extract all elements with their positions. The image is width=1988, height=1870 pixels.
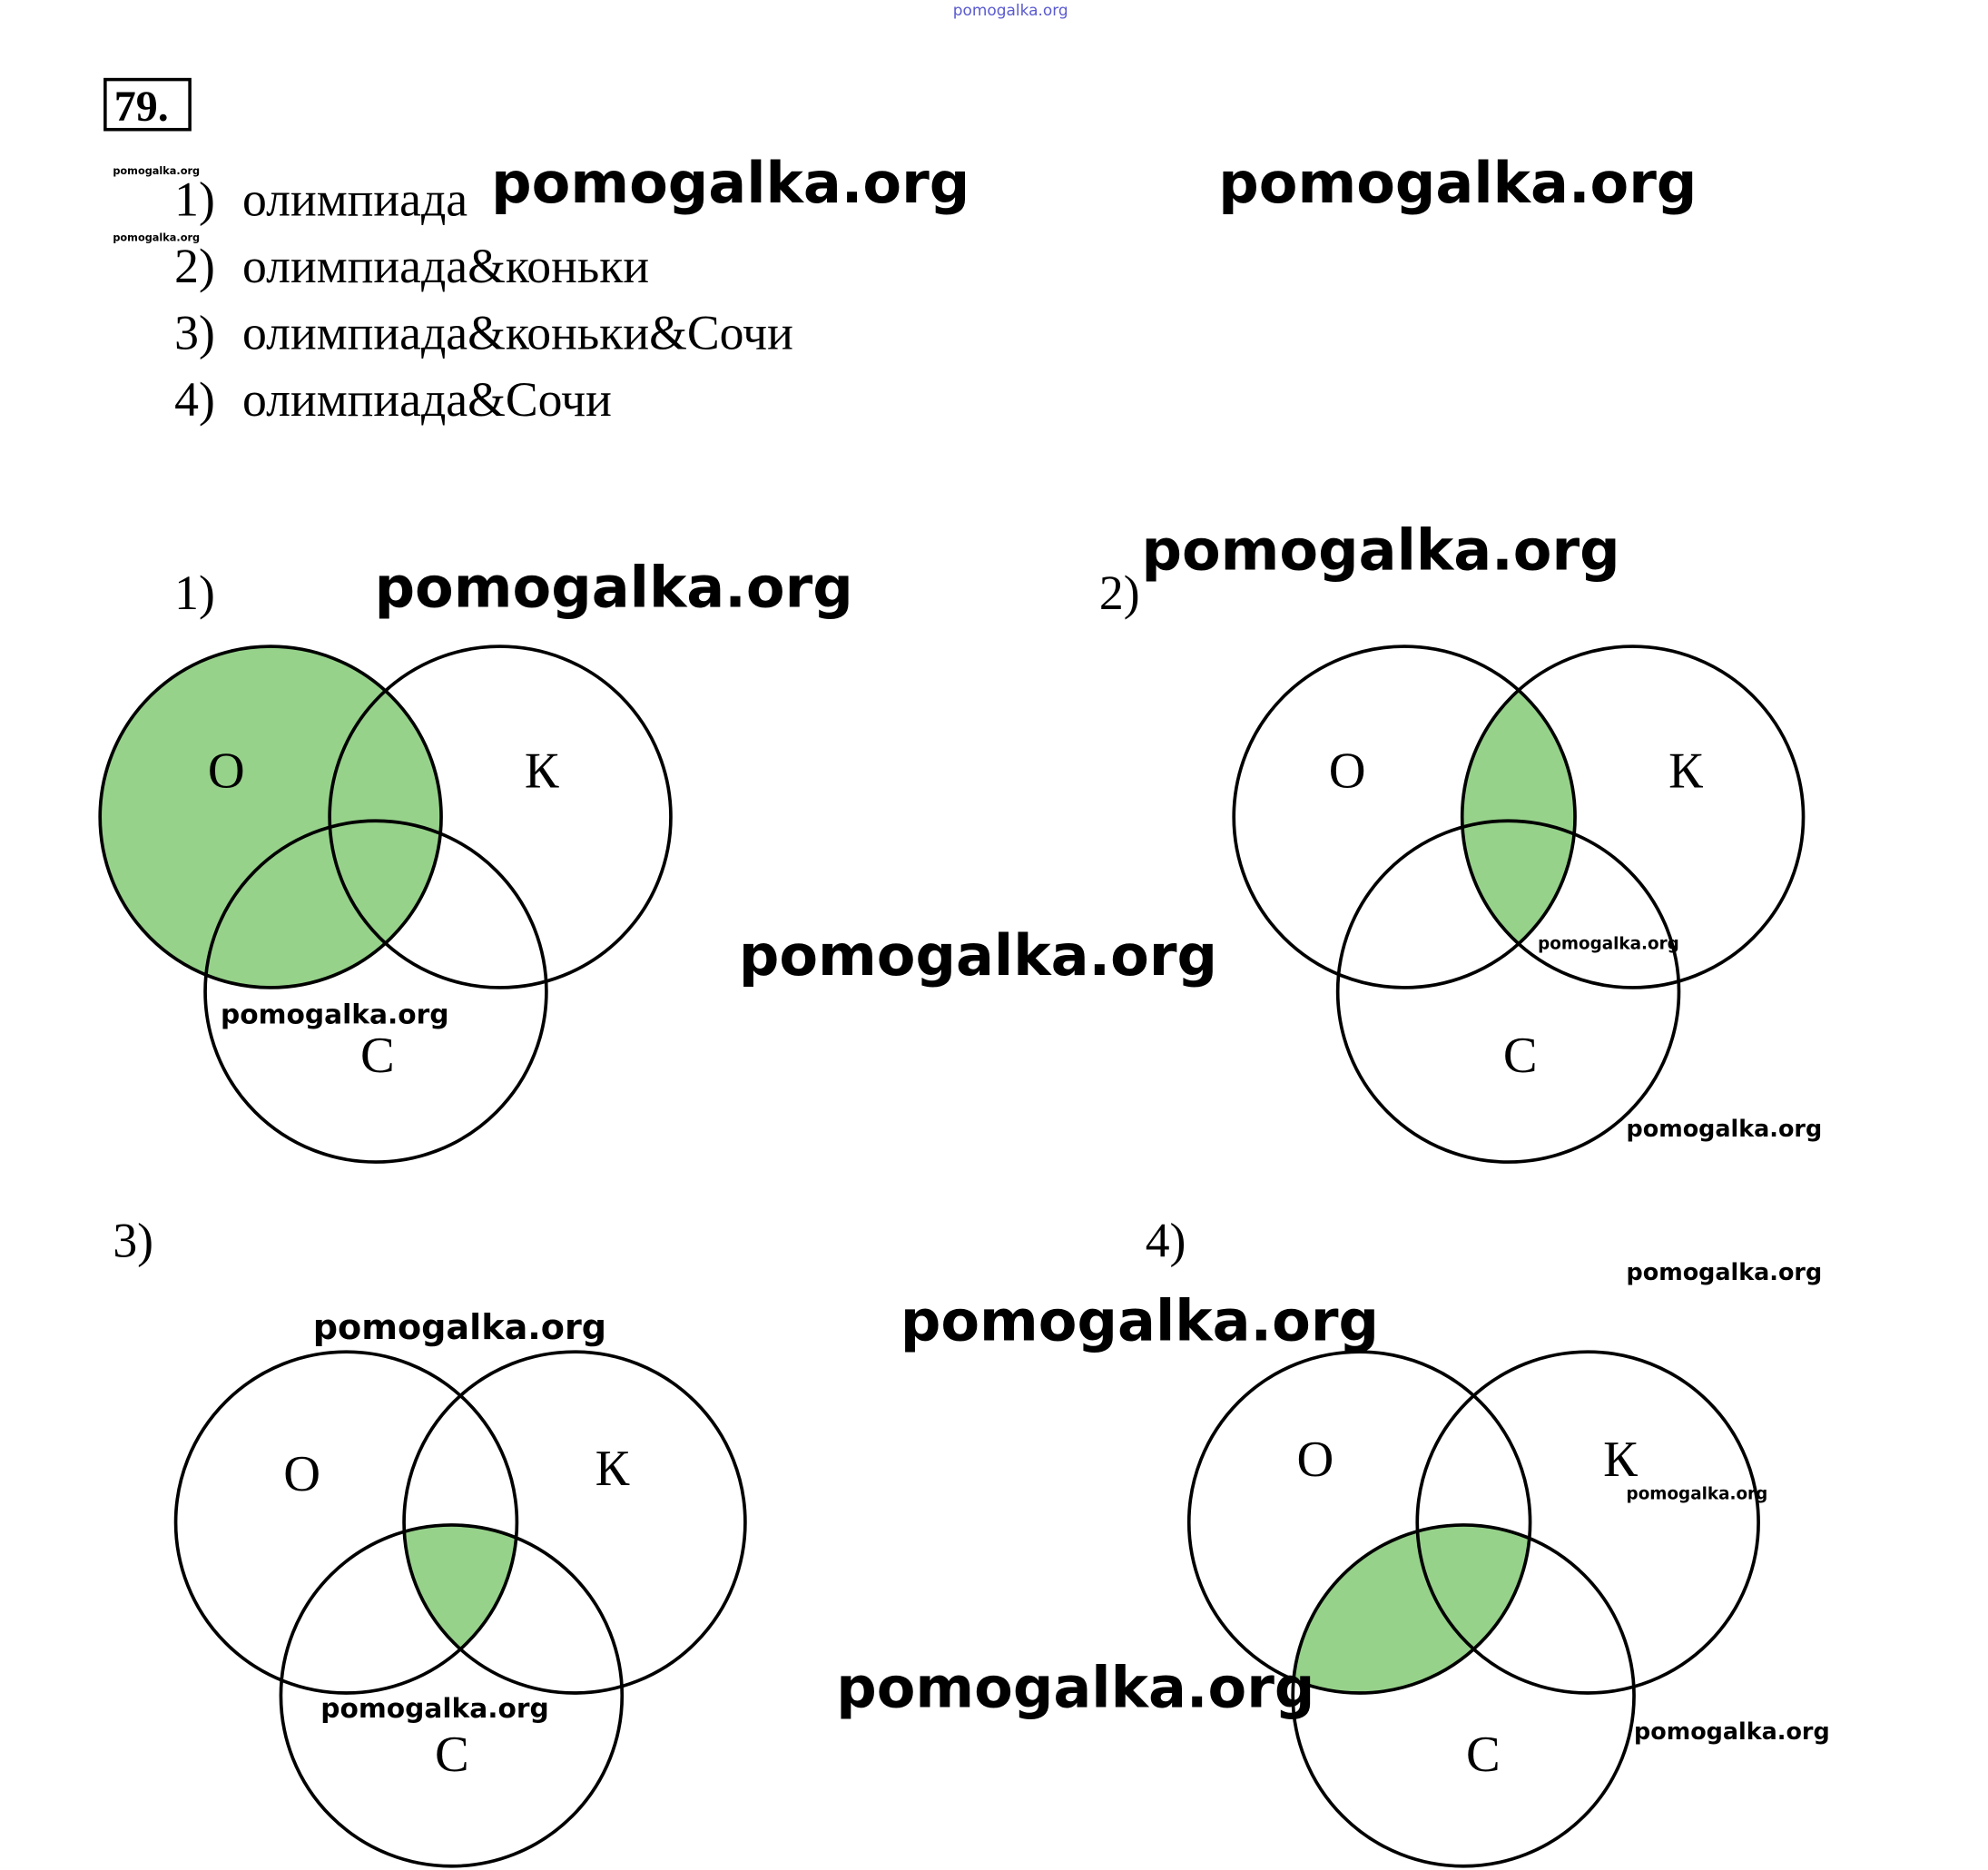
set-circle-c <box>1335 819 1681 1164</box>
set-circle-o <box>98 645 443 989</box>
set-circle-k <box>1415 1350 1760 1695</box>
watermark: pomogalka.org <box>1627 1258 1823 1285</box>
set-label-c: С <box>1503 1028 1538 1084</box>
query-list: 1) олимпиада 2) олимпиада&коньки 3) олим… <box>174 172 793 426</box>
set-label-o: О <box>1296 1432 1334 1488</box>
watermark: pomogalka.org <box>491 150 969 216</box>
shaded-region <box>1461 646 1576 988</box>
set-circle-c <box>203 819 548 1164</box>
shaded-region <box>100 646 442 988</box>
query-text: олимпиада&Сочи <box>242 372 612 427</box>
set-label-k: К <box>1603 1432 1638 1488</box>
venn-diagram-2: 2) О К С <box>1099 566 1806 1164</box>
watermark: pomogalka.org <box>1141 517 1619 583</box>
watermark: pomogalka.org <box>1627 1115 1823 1142</box>
venn-diagram-3: 3) О К С <box>113 1214 747 1868</box>
set-circle-c <box>279 1523 625 1868</box>
set-circle-o <box>1232 645 1577 989</box>
venn-diagram-4: 4) О К С <box>1146 1214 1760 1868</box>
set-circle-k <box>402 1350 747 1695</box>
diagram-label: 4) <box>1146 1214 1186 1268</box>
set-label-o: О <box>1329 743 1366 800</box>
query-num: 1) <box>174 172 215 226</box>
query-num: 4) <box>174 372 215 427</box>
set-label-k: К <box>1668 743 1703 800</box>
diagram-label: 2) <box>1099 566 1140 620</box>
watermark: pomogalka.org <box>1634 1717 1830 1745</box>
query-text: олимпиада&коньки&Сочи <box>242 305 793 359</box>
watermark: pomogalka.org <box>836 1655 1314 1721</box>
set-circle-o <box>1186 1350 1532 1695</box>
watermark: pomogalka.org <box>739 922 1217 989</box>
query-num: 2) <box>174 239 215 293</box>
set-label-o: О <box>208 743 245 800</box>
watermark: pomogalka.org <box>901 1287 1379 1353</box>
shaded-region <box>1293 1524 1530 1694</box>
set-label-o: О <box>283 1446 320 1502</box>
set-circle-k <box>328 645 673 989</box>
problem-number-box <box>103 77 192 132</box>
watermark: pomogalka.org <box>1627 1485 1768 1504</box>
diagram-label: 3) <box>113 1214 153 1268</box>
problem-number: 79. <box>114 83 169 131</box>
set-label-c: С <box>435 1727 469 1783</box>
watermark: pomogalka.org <box>375 554 853 620</box>
set-circle-c <box>1291 1523 1636 1868</box>
query-num: 3) <box>174 305 215 359</box>
set-circle-o <box>173 1350 519 1695</box>
query-text: олимпиада&коньки <box>242 239 649 293</box>
diagram-label: 1) <box>174 566 215 620</box>
set-label-c: С <box>360 1028 395 1084</box>
watermarks: pomogalka.org pomogalka.org pomogalka.or… <box>113 150 1829 1745</box>
watermark: pomogalka.org <box>221 998 449 1029</box>
watermark-top: pomogalka.org <box>953 1 1068 19</box>
query-text: олимпиада <box>242 172 467 226</box>
set-label-k: К <box>595 1441 630 1497</box>
watermark: pomogalka.org <box>1218 150 1697 216</box>
watermark: pomogalka.org <box>1538 935 1679 954</box>
set-circle-k <box>1460 645 1806 989</box>
watermark: pomogalka.org <box>113 232 200 244</box>
set-label-c: С <box>1466 1727 1501 1783</box>
set-label-k: К <box>525 743 559 800</box>
watermark: pomogalka.org <box>320 1692 549 1724</box>
venn-diagram-1: 1) О К С <box>98 566 673 1164</box>
watermark: pomogalka.org <box>113 165 200 177</box>
watermark: pomogalka.org <box>313 1307 606 1347</box>
